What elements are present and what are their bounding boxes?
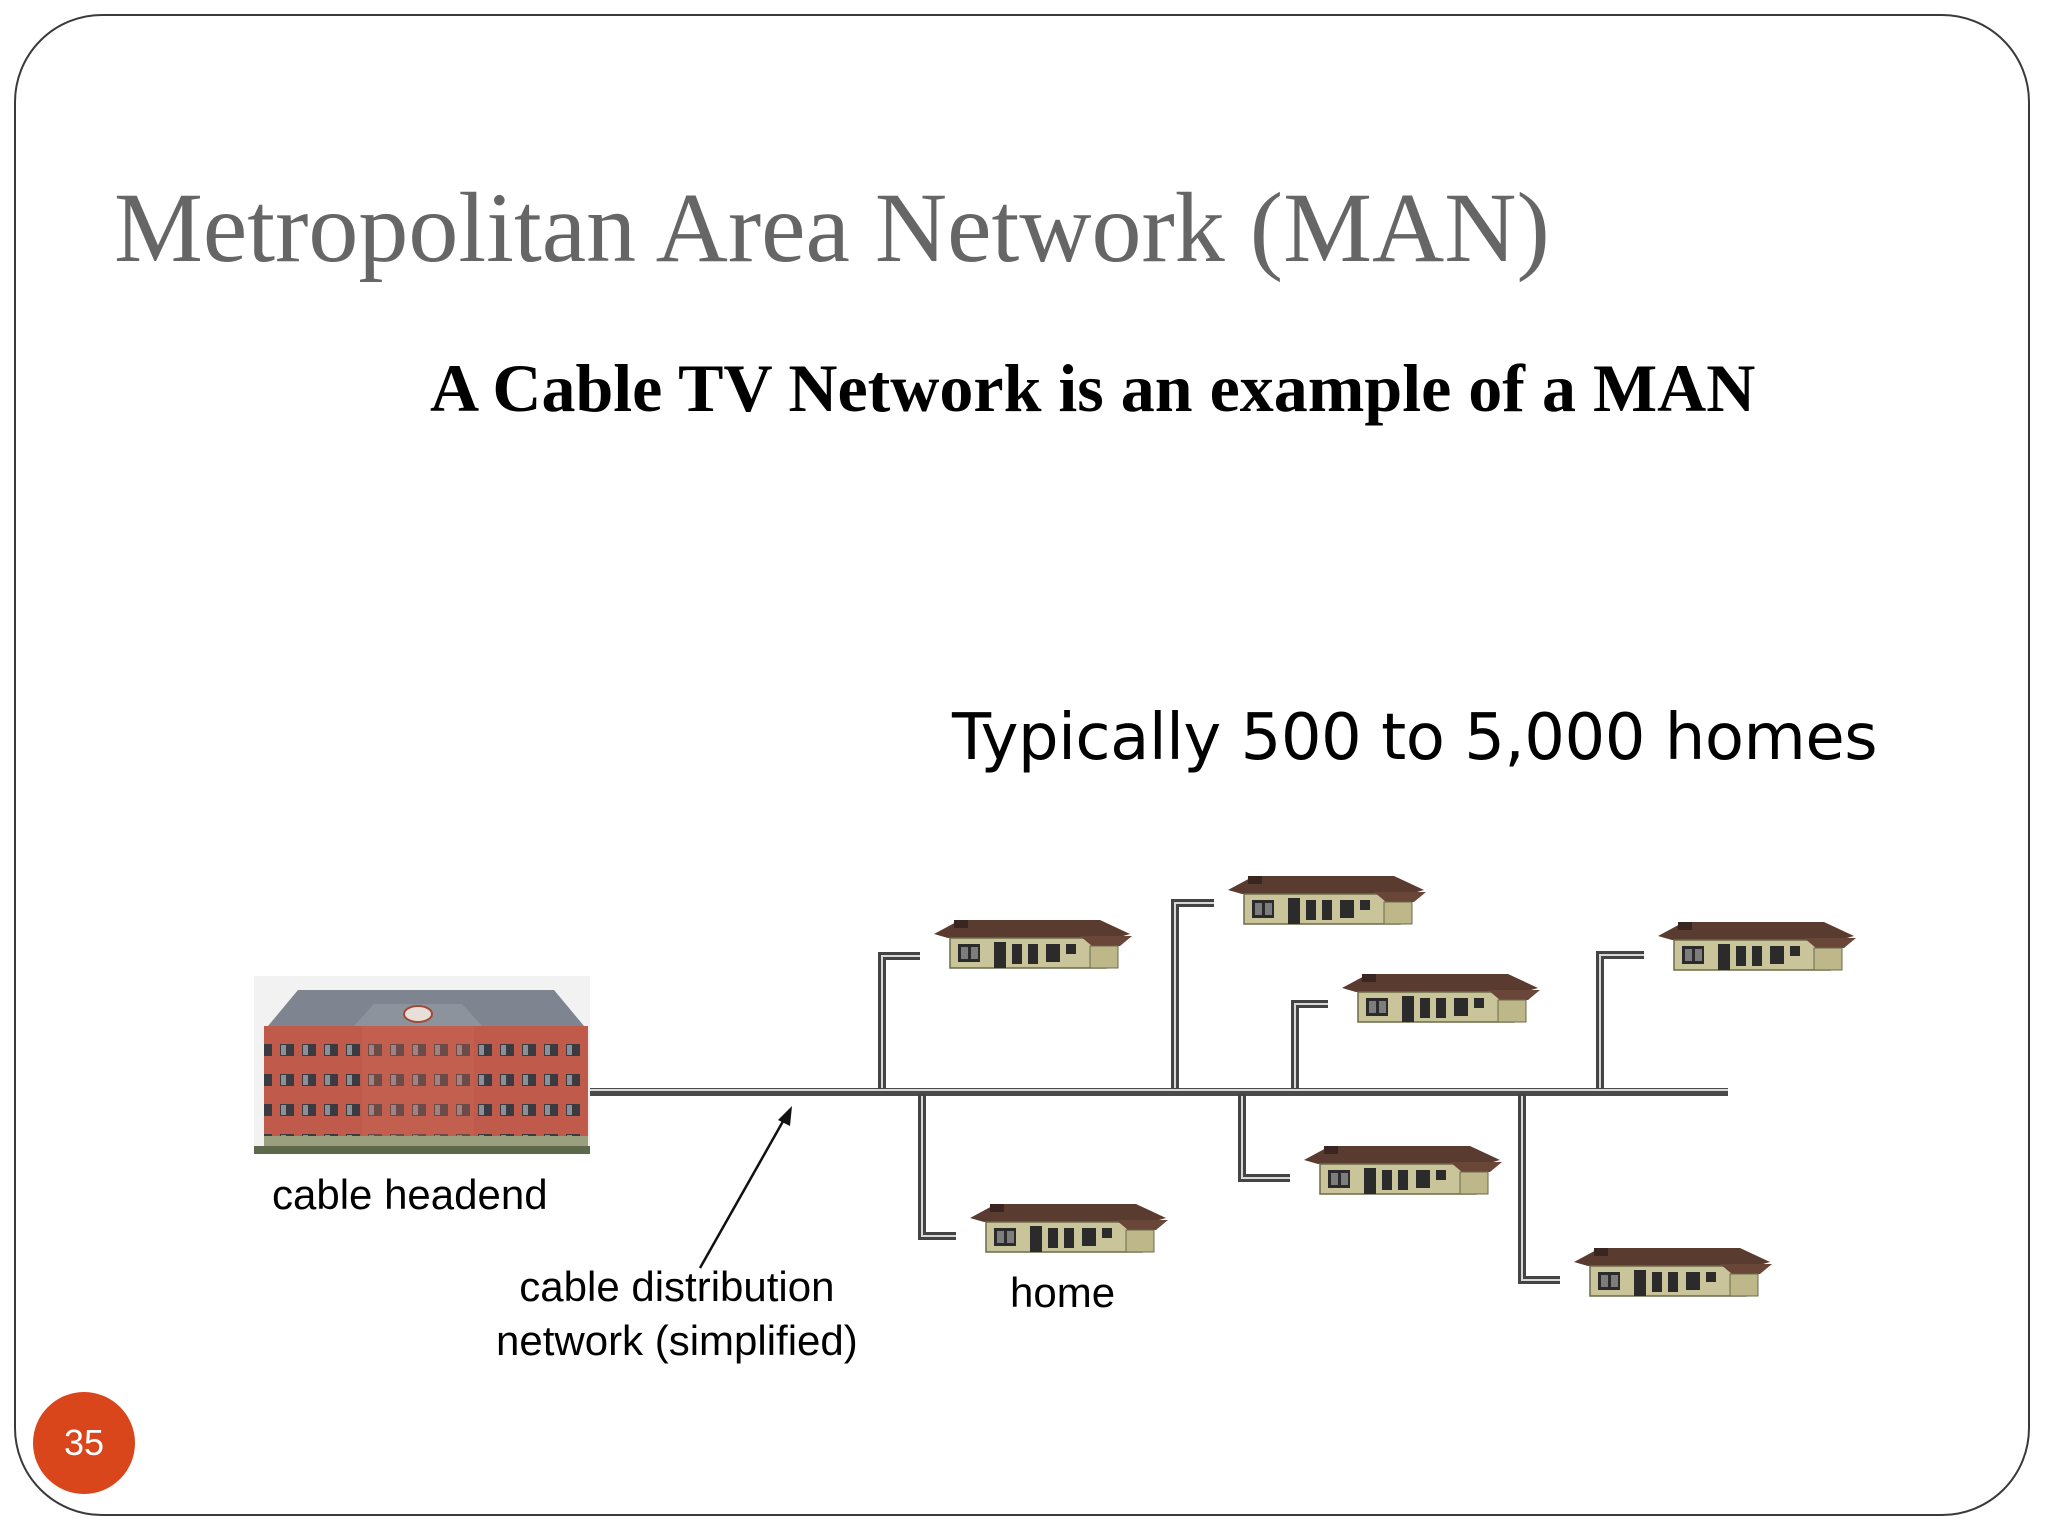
cable-headend-label: cable headend [272,1171,548,1218]
house-icon [1327,965,1549,1025]
house-icon [919,911,1141,971]
distribution-label-line1: cable distribution [519,1263,835,1310]
main-cable-trunk [588,1088,1728,1096]
house-icon [1289,1137,1511,1197]
distribution-pointer-arrow [698,1106,792,1269]
distribution-label-line2: network (simplified) [496,1317,858,1364]
house-icon [1213,867,1435,927]
distribution-network-label: cable distribution network (simplified) [496,1260,858,1368]
house-icon [955,1195,1177,1255]
slide-subtitle: A Cable TV Network is an example of a MA… [430,350,1756,426]
homes-count-callout: Typically 500 to 5,000 homes [952,701,1878,775]
page-number-badge: 35 [33,1392,135,1494]
office-building-icon [254,976,590,1154]
house-icon [1643,913,1865,973]
home-label: home [1010,1269,1116,1316]
slide-title: Metropolitan Area Network (MAN) [114,172,1550,283]
house-icon [1559,1239,1781,1299]
